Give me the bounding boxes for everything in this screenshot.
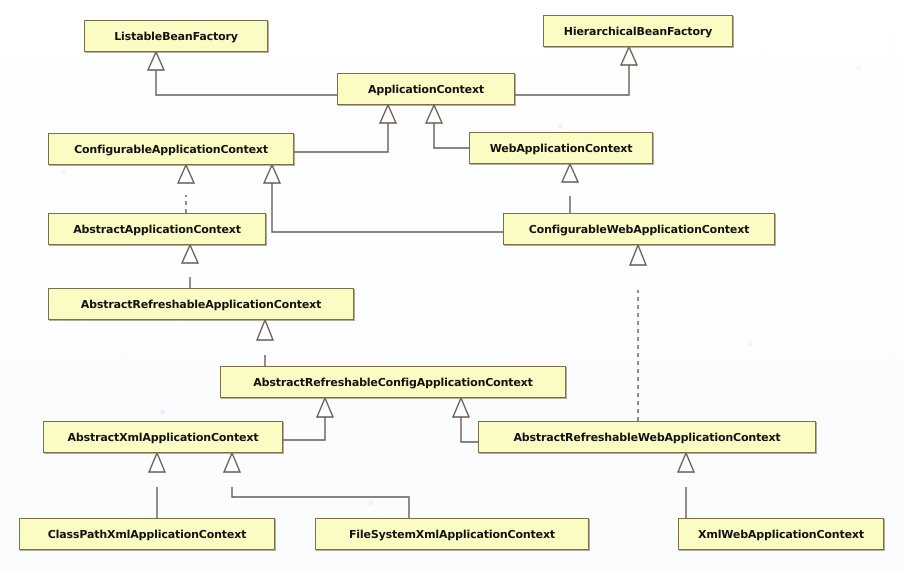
- edge-abstract-appctx-to-configurable-appctx: [176, 163, 196, 213]
- edge-abstract-refreshable-to-abstract-appctx: [180, 243, 200, 288]
- class-label: WebApplicationContext: [489, 141, 633, 155]
- class-label: ApplicationContext: [368, 82, 484, 96]
- class-box-listable-bean-factory[interactable]: ListableBeanFactory: [84, 20, 268, 52]
- generalization-arrowhead-icon: [262, 163, 282, 184]
- class-box-abstract-refreshable-web-application-context[interactable]: AbstractRefreshableWebApplicationContext: [478, 421, 816, 453]
- realization-arrowhead-icon: [628, 243, 648, 266]
- generalization-arrowhead-icon: [180, 243, 200, 264]
- class-label: AbstractRefreshableWebApplicationContext: [513, 430, 781, 444]
- generalization-arrowhead-icon: [255, 318, 275, 341]
- edge-abstract-refreshable-web-to-abstract-refreshable-config: [451, 396, 478, 443]
- edge-appctx-to-hierarchical-bean-factory: [515, 45, 639, 96]
- edge-appctx-to-listable-bean-factory: [146, 50, 337, 96]
- class-box-classpath-xml-application-context[interactable]: ClassPathXmlApplicationContext: [19, 518, 275, 550]
- generalization-arrowhead-icon: [147, 451, 167, 473]
- class-label: XmlWebApplicationContext: [698, 527, 864, 541]
- class-box-abstract-xml-application-context[interactable]: AbstractXmlApplicationContext: [43, 421, 283, 453]
- class-label: ListableBeanFactory: [114, 29, 238, 43]
- class-label: ConfigurableApplicationContext: [74, 142, 268, 156]
- class-label: FileSystemXmlApplicationContext: [348, 527, 556, 541]
- class-box-configurable-application-context[interactable]: ConfigurableApplicationContext: [48, 133, 294, 165]
- class-box-filesystem-xml-application-context[interactable]: FileSystemXmlApplicationContext: [315, 518, 589, 550]
- class-box-abstract-refreshable-application-context[interactable]: AbstractRefreshableApplicationContext: [48, 288, 354, 320]
- class-label: AbstractRefreshableApplicationContext: [80, 297, 322, 311]
- class-label: AbstractRefreshableConfigApplicationCont…: [253, 375, 533, 389]
- realization-arrowhead-icon: [176, 163, 196, 184]
- edge-xml-web-to-abstract-refreshable-web: [676, 451, 696, 518]
- class-box-abstract-refreshable-config-application-context[interactable]: AbstractRefreshableConfigApplicationCont…: [220, 366, 566, 398]
- edge-web-appctx-to-appctx: [424, 103, 469, 149]
- edge-classpath-xml-to-abstract-xml: [147, 451, 167, 518]
- edge-abstract-xml-to-abstract-refreshable-config: [283, 396, 335, 441]
- class-box-web-application-context[interactable]: WebApplicationContext: [469, 132, 653, 164]
- edge-configurable-appctx-to-appctx: [294, 103, 398, 153]
- edge-abstract-refreshable-config-to-abstract-refreshable: [255, 318, 275, 366]
- generalization-arrowhead-icon: [222, 451, 242, 473]
- generalization-arrowhead-icon: [619, 45, 639, 66]
- generalization-arrowhead-icon: [560, 162, 580, 183]
- generalization-arrowhead-icon: [378, 103, 398, 124]
- generalization-arrowhead-icon: [146, 50, 166, 71]
- generalization-arrowhead-icon: [315, 396, 335, 418]
- generalization-arrowhead-icon: [676, 451, 696, 473]
- generalization-arrowhead-icon: [451, 396, 471, 418]
- edge-abstract-refreshable-web-to-configurable-web-appctx: [628, 243, 648, 421]
- class-label: AbstractApplicationContext: [73, 222, 241, 236]
- class-box-configurable-web-application-context[interactable]: ConfigurableWebApplicationContext: [503, 213, 775, 245]
- class-box-application-context[interactable]: ApplicationContext: [337, 73, 515, 105]
- class-box-abstract-application-context[interactable]: AbstractApplicationContext: [48, 213, 266, 245]
- class-label: ConfigurableWebApplicationContext: [528, 222, 750, 236]
- edge-filesystem-xml-to-abstract-xml: [222, 451, 410, 518]
- class-box-hierarchical-bean-factory[interactable]: HierarchicalBeanFactory: [543, 15, 733, 47]
- edge-configurable-web-appctx-to-configurable-appctx: [262, 163, 503, 233]
- edge-configurable-web-appctx-to-web-appctx: [560, 162, 580, 213]
- class-box-xml-web-application-context[interactable]: XmlWebApplicationContext: [678, 518, 884, 550]
- class-label: AbstractXmlApplicationContext: [67, 430, 259, 444]
- generalization-arrowhead-icon: [424, 103, 444, 124]
- class-label: ClassPathXmlApplicationContext: [47, 527, 247, 541]
- class-label: HierarchicalBeanFactory: [563, 24, 713, 38]
